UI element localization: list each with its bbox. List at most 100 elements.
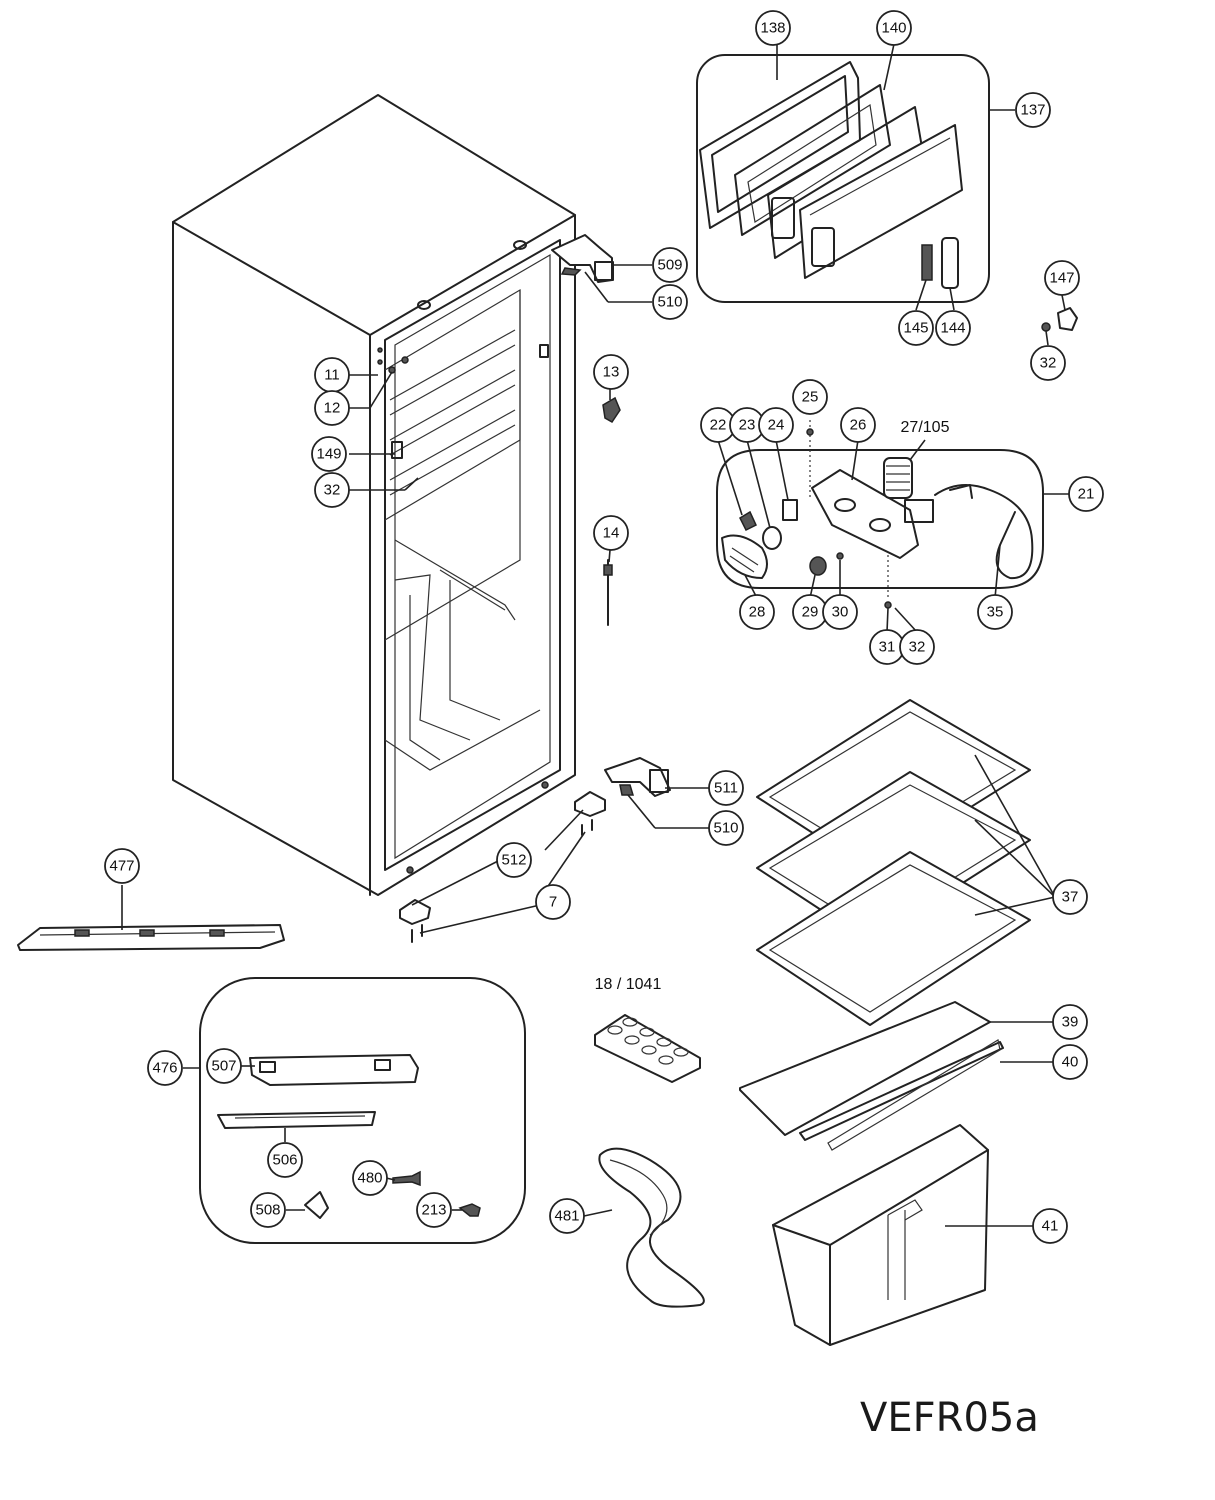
callout-510a: 510 xyxy=(652,284,688,320)
callout-number: 28 xyxy=(749,604,766,621)
callout-7: 7 xyxy=(535,884,571,920)
door-gasket-481 xyxy=(583,1147,705,1308)
callout-137: 137 xyxy=(1015,92,1051,128)
callout-145: 145 xyxy=(898,310,934,346)
callout-number: 22 xyxy=(710,417,727,434)
callout-circle xyxy=(708,770,744,806)
parts-13-14 xyxy=(602,388,621,626)
callout-circle xyxy=(1068,476,1104,512)
callout-508: 508 xyxy=(250,1192,286,1228)
callout-number: 510 xyxy=(657,294,682,311)
callout-12: 12 xyxy=(314,390,350,426)
callout-circle xyxy=(593,515,629,551)
refrigerator-cabinet xyxy=(172,94,576,896)
callout-14: 14 xyxy=(593,515,629,551)
callout-number: 30 xyxy=(832,604,849,621)
callout-circle xyxy=(1032,1208,1068,1244)
callout-circle xyxy=(792,379,828,415)
callout-507: 507 xyxy=(206,1048,242,1084)
callout-26: 26 xyxy=(840,407,876,443)
callout-25: 25 xyxy=(792,379,828,415)
callout-22: 22 xyxy=(700,407,736,443)
callout-number: 509 xyxy=(657,257,682,274)
callout-number: 21 xyxy=(1078,486,1095,503)
callout-number: 140 xyxy=(881,20,906,37)
lower-hinge xyxy=(399,757,710,943)
callout-511: 511 xyxy=(708,770,744,806)
callout-30: 30 xyxy=(822,594,858,630)
callout-number: 40 xyxy=(1062,1054,1079,1071)
callout-circle xyxy=(1052,1004,1088,1040)
callout-circle xyxy=(1030,345,1066,381)
callout-number: 12 xyxy=(324,400,341,417)
callout-number: 41 xyxy=(1042,1218,1059,1235)
callout-number: 11 xyxy=(324,367,340,384)
part-147 xyxy=(1041,294,1078,346)
callout-circle xyxy=(314,472,350,508)
callout-144: 144 xyxy=(935,310,971,346)
callout-number: 39 xyxy=(1062,1014,1079,1031)
callout-29: 29 xyxy=(792,594,828,630)
callout-32a: 32 xyxy=(1030,345,1066,381)
callout-circle xyxy=(416,1192,452,1228)
callout-number: 477 xyxy=(109,858,134,875)
freezer-door-assembly xyxy=(696,43,1015,311)
callout-circle xyxy=(1044,260,1080,296)
callout-circle xyxy=(1052,879,1088,915)
callout-circle xyxy=(977,594,1013,630)
callout-number: 145 xyxy=(903,320,928,337)
callout-number: 507 xyxy=(211,1058,236,1075)
callout-31: 31 xyxy=(869,629,905,665)
callout-circle xyxy=(311,436,347,472)
callout-149: 149 xyxy=(311,436,347,472)
callout-circle xyxy=(1052,1044,1088,1080)
callout-number: 511 xyxy=(714,780,738,797)
callout-32b: 32 xyxy=(314,472,350,508)
crisper-drawer xyxy=(772,1124,1035,1346)
callout-number: 24 xyxy=(768,417,785,434)
callout-35: 35 xyxy=(977,594,1013,630)
callout-circle xyxy=(104,848,140,884)
cabinet-leaders xyxy=(349,371,419,491)
callout-circle xyxy=(876,10,912,46)
kick-plate xyxy=(17,885,285,951)
callout-number: 26 xyxy=(850,417,867,434)
callout-circle xyxy=(1015,92,1051,128)
callout-number: 32 xyxy=(1040,355,1057,372)
callout-39: 39 xyxy=(1052,1004,1088,1040)
callout-40: 40 xyxy=(1052,1044,1088,1080)
callout-circle xyxy=(758,407,794,443)
callout-number: 149 xyxy=(316,446,341,463)
callout-28: 28 xyxy=(739,594,775,630)
callout-circle xyxy=(250,1192,286,1228)
callout-23: 23 xyxy=(729,407,765,443)
callout-circle xyxy=(898,310,934,346)
callout-circle xyxy=(267,1142,303,1178)
callout-number: 138 xyxy=(760,20,785,37)
callout-number: 29 xyxy=(802,604,819,621)
callout-11: 11 xyxy=(314,357,350,393)
callout-number: 481 xyxy=(554,1208,579,1225)
upper-hinge xyxy=(551,234,652,303)
callout-circle xyxy=(593,354,629,390)
callout-circle xyxy=(535,884,571,920)
callout-number: 32 xyxy=(324,482,341,499)
ice-tray xyxy=(594,1014,701,1083)
callout-circle xyxy=(840,407,876,443)
callout-number: 506 xyxy=(272,1152,297,1169)
grille-assembly xyxy=(183,977,526,1244)
callout-213: 213 xyxy=(416,1192,452,1228)
label-27-105: 27/105 xyxy=(901,419,950,436)
callout-circle xyxy=(352,1160,388,1196)
callout-number: 137 xyxy=(1020,102,1045,119)
callout-circle xyxy=(496,842,532,878)
callout-number: 508 xyxy=(255,1202,280,1219)
callout-512: 512 xyxy=(496,842,532,878)
callout-circle xyxy=(652,284,688,320)
callout-41: 41 xyxy=(1032,1208,1068,1244)
callout-477: 477 xyxy=(104,848,140,884)
callout-circle xyxy=(652,247,688,283)
callout-number: 480 xyxy=(357,1170,382,1187)
glass-shelves xyxy=(756,699,1056,1026)
callout-number: 7 xyxy=(549,894,557,911)
